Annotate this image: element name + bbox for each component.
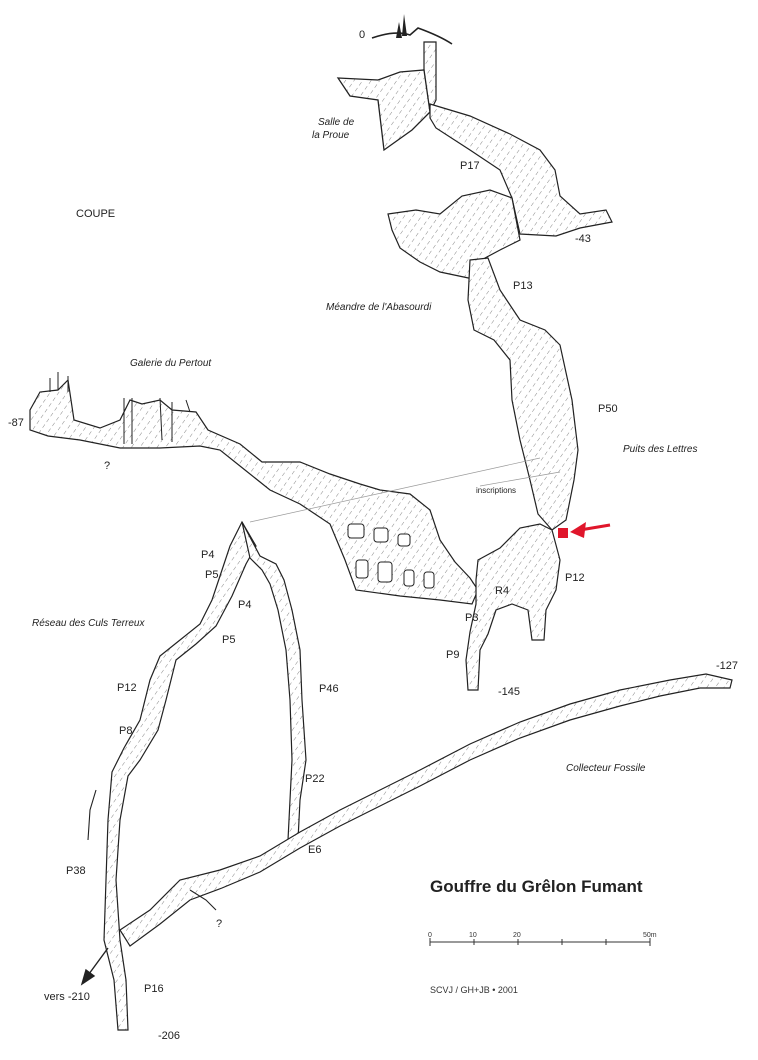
galerie-pertout bbox=[29, 378, 479, 605]
galerie-pertout-pillars bbox=[49, 372, 191, 444]
upper-gallery bbox=[429, 103, 613, 237]
depth-label-vers-210: vers -210 bbox=[44, 991, 90, 1003]
map-title: Gouffre du Grêlon Fumant bbox=[430, 877, 643, 896]
pitch-p17: P17 bbox=[460, 160, 480, 172]
place-culs-terreux: Réseau des Culs Terreux bbox=[32, 618, 145, 629]
pitch-r4: R4 bbox=[495, 585, 510, 597]
scale-tick-0: 0 bbox=[428, 932, 432, 939]
level-43-chamber bbox=[387, 189, 521, 281]
depth-label-206: -206 bbox=[158, 1030, 181, 1042]
scale-tick-50m: 50m bbox=[643, 932, 657, 939]
collecteur-branch bbox=[87, 789, 217, 911]
culs-terreux-east-branch bbox=[241, 521, 307, 841]
place-collecteur: Collecteur Fossile bbox=[566, 763, 646, 774]
place-salle-proue-1: Salle de bbox=[318, 117, 355, 128]
unknown-mark-pertout: ? bbox=[104, 460, 111, 472]
pitch-p16: P16 bbox=[144, 983, 164, 995]
scale-bar bbox=[429, 938, 651, 946]
depth-label-87: -87 bbox=[8, 417, 24, 429]
pitch-p46: P46 bbox=[319, 683, 339, 695]
depth-label-surface: 0 bbox=[359, 29, 366, 41]
salle-proue-chamber bbox=[336, 69, 431, 152]
depth-label-43: -43 bbox=[575, 233, 591, 245]
unknown-mark-collecteur: ? bbox=[216, 918, 223, 930]
place-puits-lettres: Puits des Lettres bbox=[623, 444, 698, 455]
depth-label-127: -127 bbox=[716, 660, 739, 672]
pitch-p5-b: P5 bbox=[222, 634, 236, 646]
red-arrow-icon bbox=[558, 522, 611, 538]
tree-icon bbox=[402, 14, 407, 36]
map-credit: SCVJ / GH+JB • 2001 bbox=[430, 985, 518, 995]
direction-arrow-icon bbox=[80, 947, 109, 986]
depth-label-145: -145 bbox=[498, 686, 521, 698]
place-meandre: Méandre de l'Abasourdi bbox=[326, 302, 432, 313]
pitch-p22: P22 bbox=[305, 773, 325, 785]
pitch-p13: P13 bbox=[513, 280, 533, 292]
place-pertout: Galerie du Pertout bbox=[130, 358, 212, 369]
meandre-shaft bbox=[467, 257, 579, 531]
survey-connector-lines bbox=[249, 457, 561, 523]
chamber-blocks bbox=[347, 523, 435, 589]
place-salle-proue-2: la Proue bbox=[312, 130, 350, 141]
pitch-p38: P38 bbox=[66, 865, 86, 877]
tree-icon bbox=[396, 22, 402, 38]
place-inscriptions: inscriptions bbox=[476, 486, 517, 495]
pitch-p4-b: P4 bbox=[238, 599, 252, 611]
surface-entrance bbox=[371, 14, 453, 45]
pitch-p50: P50 bbox=[598, 403, 618, 415]
pitch-p4-a: P4 bbox=[201, 549, 215, 561]
pitch-p12-left: P12 bbox=[117, 682, 137, 694]
pitch-p12-main: P12 bbox=[565, 572, 585, 584]
scale-tick-20: 20 bbox=[513, 932, 521, 939]
culs-terreux-west-branch bbox=[103, 520, 257, 1031]
pitch-p9: P9 bbox=[446, 649, 460, 661]
scale-tick-10: 10 bbox=[469, 932, 477, 939]
lower-junction bbox=[465, 523, 561, 691]
pitch-p8: P8 bbox=[119, 725, 133, 737]
red-marker-square bbox=[558, 528, 568, 538]
collecteur-fossile bbox=[119, 673, 733, 947]
pitch-p5-a: P5 bbox=[205, 569, 219, 581]
view-label: COUPE bbox=[76, 208, 116, 220]
pitch-e6: E6 bbox=[308, 844, 322, 856]
pitch-p3: P3 bbox=[465, 612, 479, 624]
